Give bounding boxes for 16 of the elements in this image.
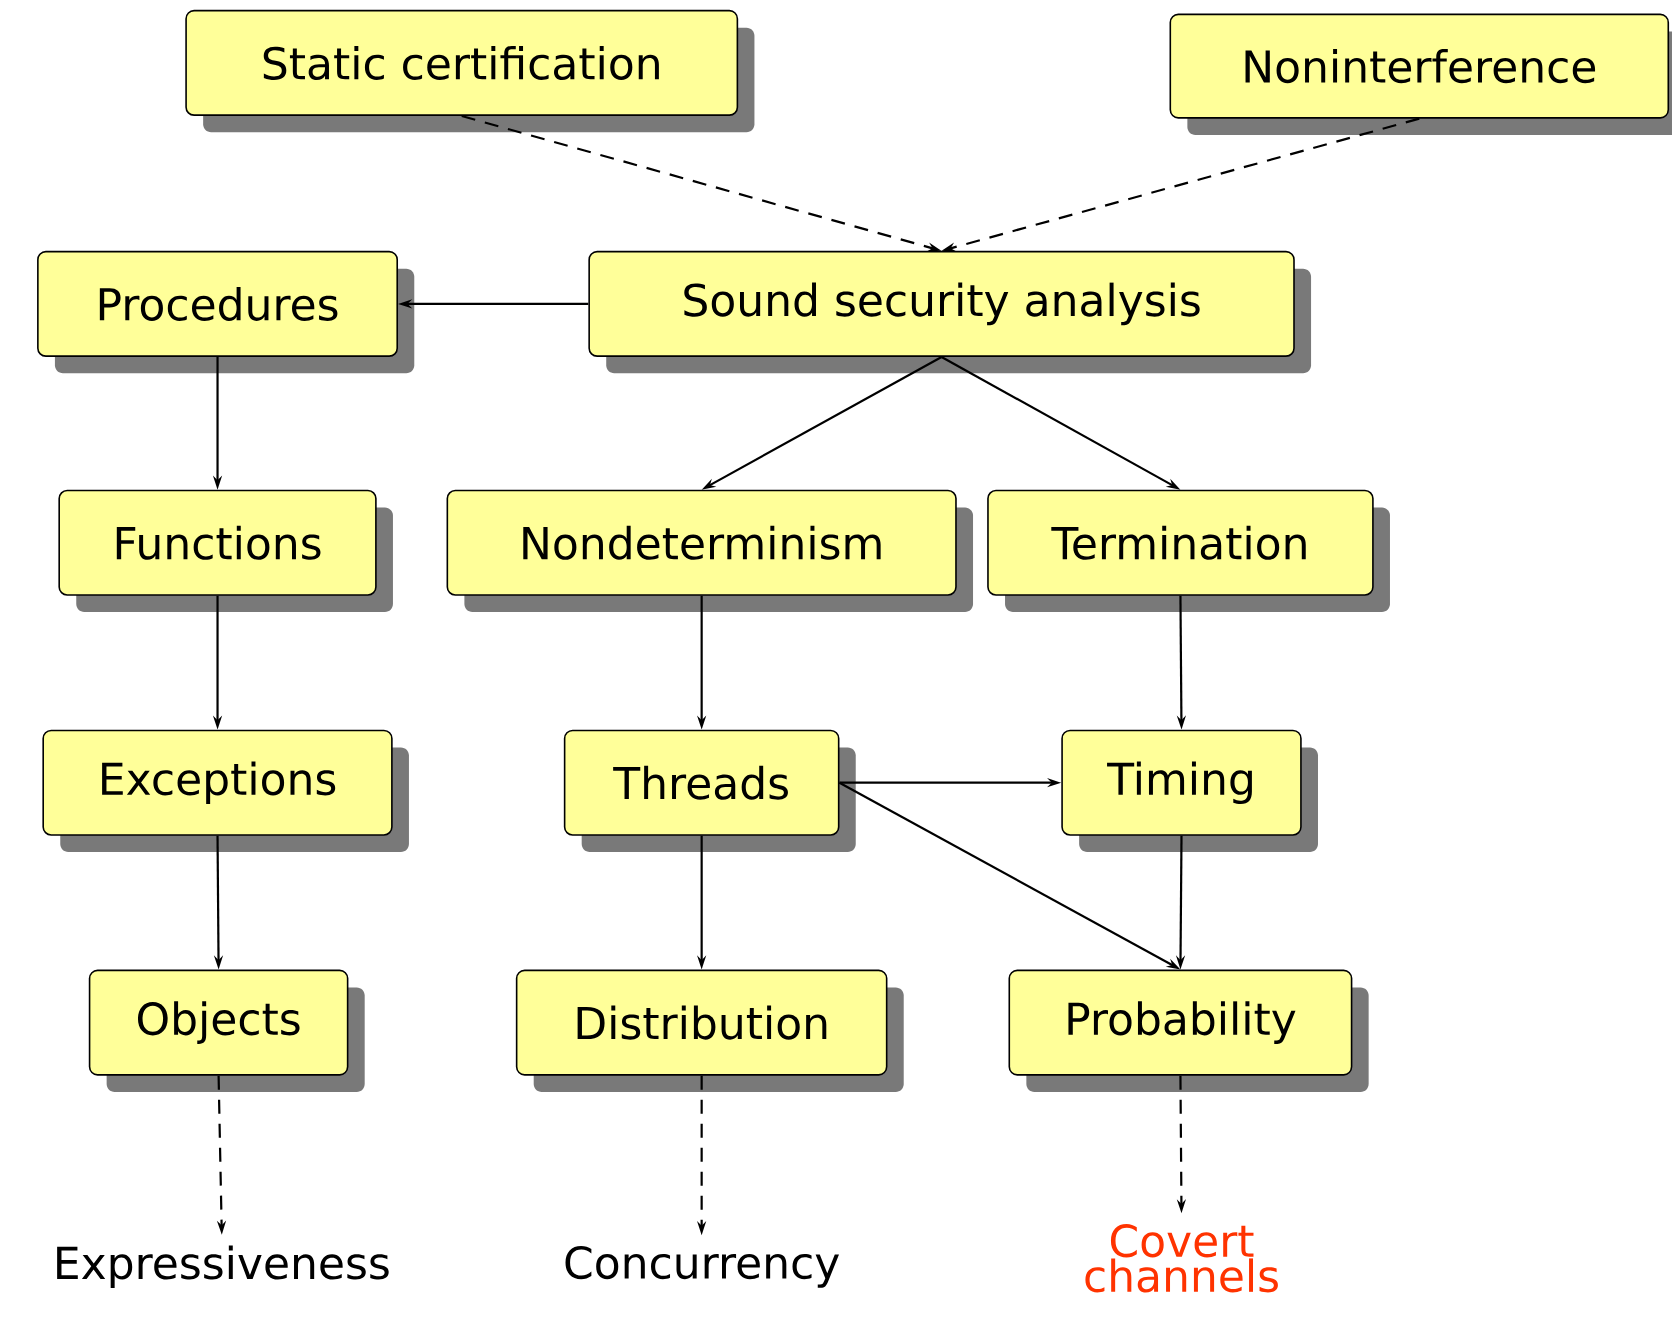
concept-box: Objects — [88, 969, 365, 1092]
concept-box: Sound security analysis — [588, 250, 1312, 373]
concept-box: Static certification — [185, 9, 755, 132]
concept-box: Procedures — [37, 250, 415, 373]
outcome-text: Expressiveness — [57, 1245, 389, 1288]
concept-box: Timing — [1061, 729, 1318, 852]
concept-box: Probability — [1008, 969, 1369, 1092]
outcome-text: Concurrency — [565, 1245, 839, 1288]
outcome-text: Covert channels — [1085, 1223, 1278, 1293]
concept-box: Distribution — [515, 969, 904, 1092]
concept-box: Termination — [987, 489, 1390, 612]
concept-box: Exceptions — [42, 729, 409, 852]
concept-box: Functions — [58, 489, 393, 612]
concept-box: Noninterference — [1169, 13, 1672, 135]
concept-box: Threads — [563, 729, 856, 852]
concept-box: Nondeterminism — [446, 489, 974, 612]
